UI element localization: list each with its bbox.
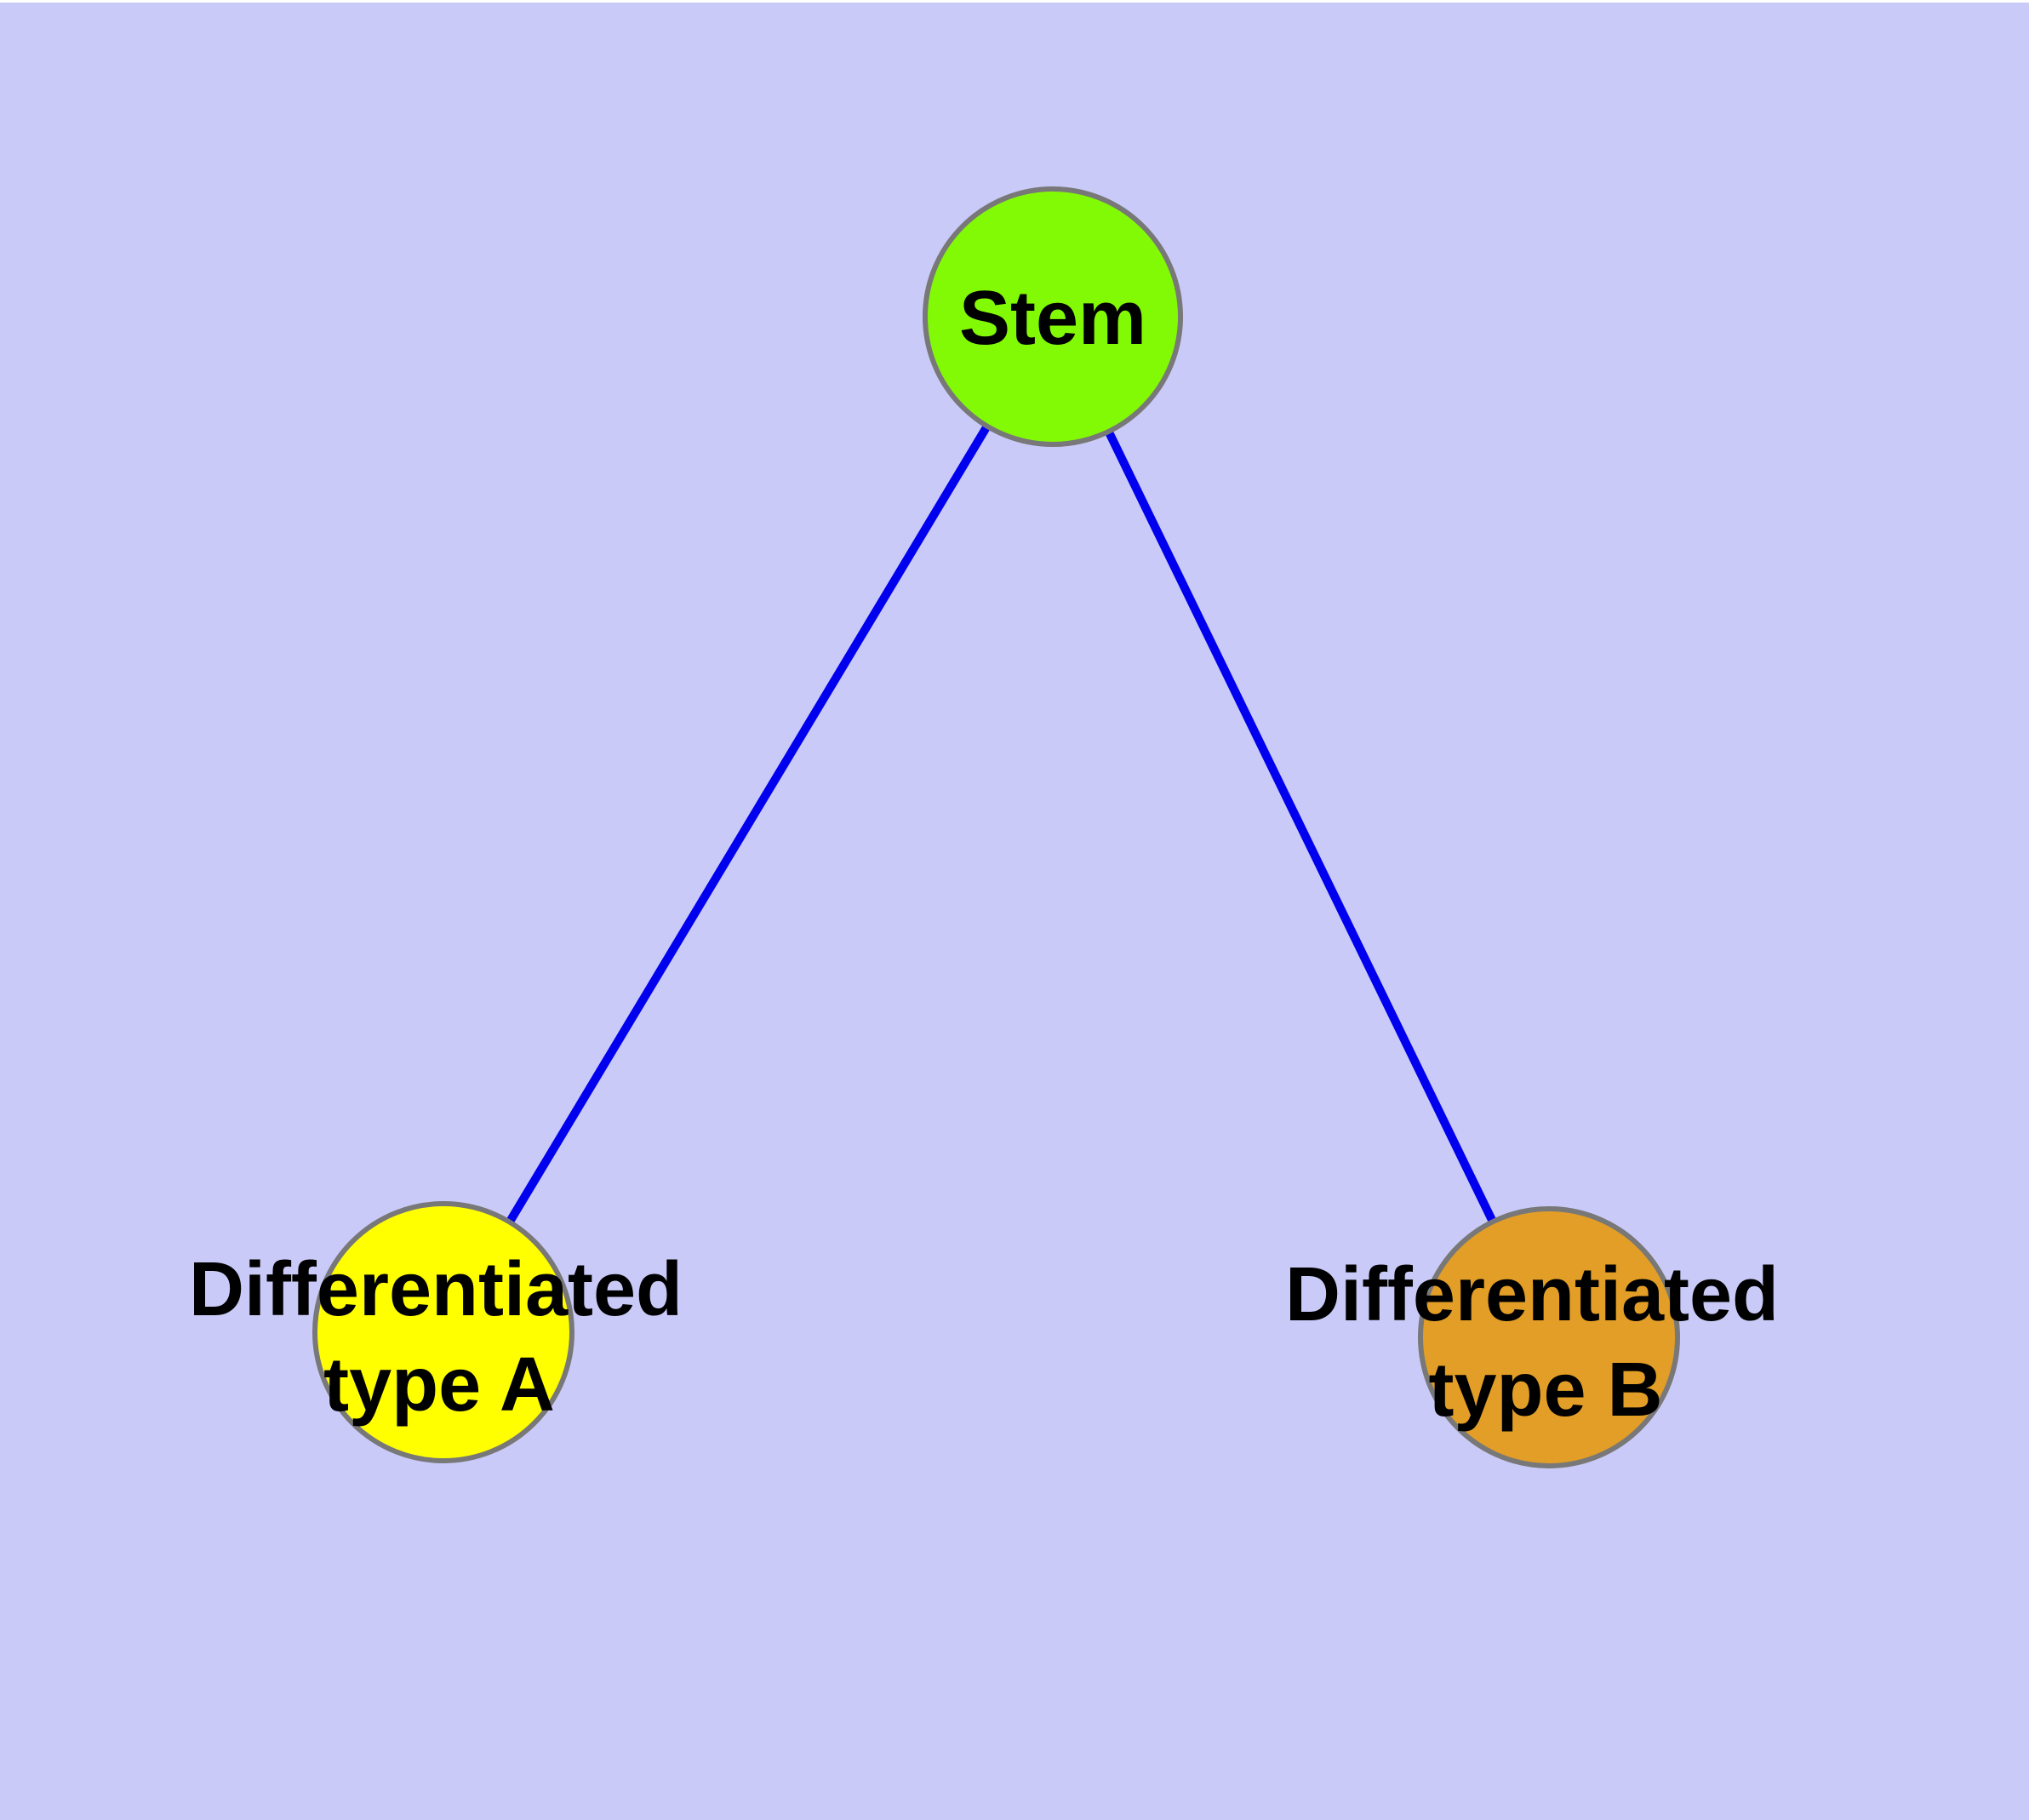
type-a-label-line-1: Differentiated	[189, 1247, 683, 1332]
type-b-label-line-2: type B	[1428, 1348, 1662, 1433]
stem-node-circle	[923, 186, 1183, 447]
edge-stem-to-type-b	[1049, 314, 1553, 1340]
edge-stem-to-type-a	[439, 314, 1057, 1335]
type-b-label-line-1: Differentiated	[1285, 1252, 1779, 1337]
type-b-node-circle	[1418, 1206, 1680, 1468]
type-b-node: Differentiated type B	[1285, 1206, 1779, 1468]
type-a-node-circle	[312, 1201, 574, 1463]
stem-node-label: Stem	[959, 276, 1146, 361]
type-a-label-line-2: type A	[323, 1342, 555, 1428]
top-margin	[0, 0, 2029, 3]
stem-node: Stem	[923, 186, 1183, 447]
type-a-node: Differentiated type A	[189, 1201, 683, 1463]
